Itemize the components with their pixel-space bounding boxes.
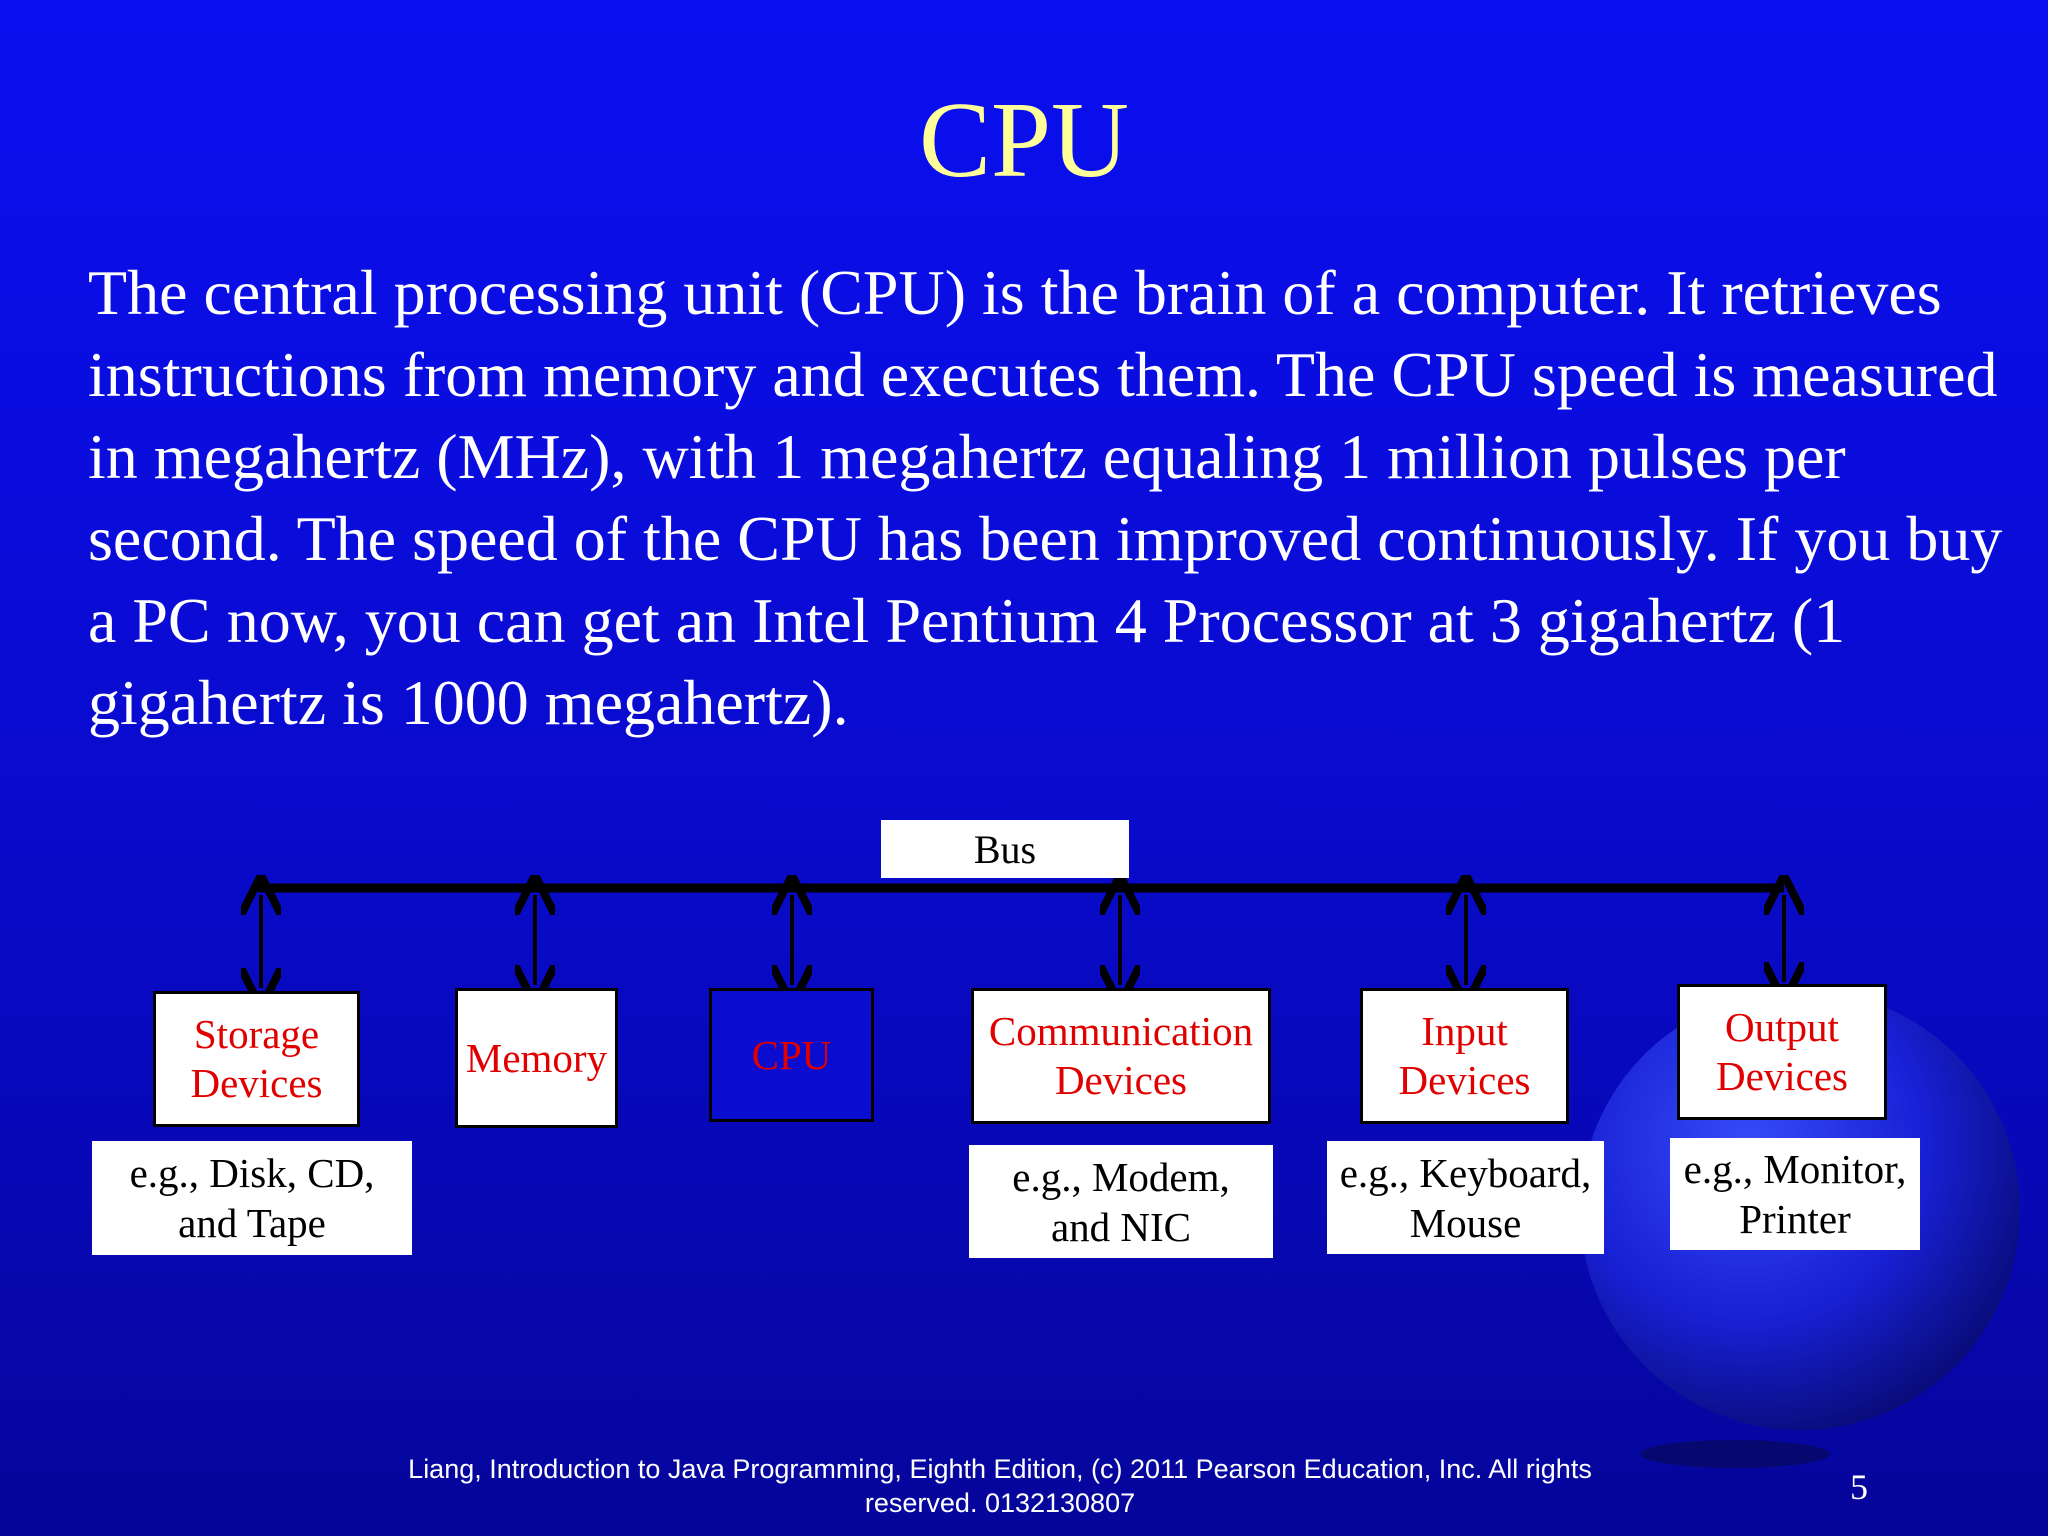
storage-devices-box: Storage Devices [153, 991, 360, 1127]
communication-examples: e.g., Modem, and NIC [969, 1145, 1273, 1258]
input-examples: e.g., Keyboard, Mouse [1327, 1141, 1604, 1254]
bus-label: Bus [881, 820, 1129, 878]
memory-box: Memory [455, 988, 618, 1128]
cpu-box: CPU [709, 988, 874, 1122]
body-paragraph: The central processing unit (CPU) is the… [88, 257, 2003, 738]
footer-copyright: Liang, Introduction to Java Programming,… [408, 1454, 1592, 1518]
globe-stand-decoration [1640, 1440, 1830, 1468]
communication-devices-box: Communication Devices [971, 988, 1271, 1124]
output-devices-box: Output Devices [1677, 984, 1887, 1120]
storage-examples: e.g., Disk, CD, and Tape [92, 1141, 412, 1255]
input-devices-box: Input Devices [1360, 988, 1569, 1124]
slide-title: CPU [918, 81, 1130, 200]
output-examples: e.g., Monitor, Printer [1670, 1138, 1920, 1250]
page-number: 5 [1850, 1467, 1868, 1507]
